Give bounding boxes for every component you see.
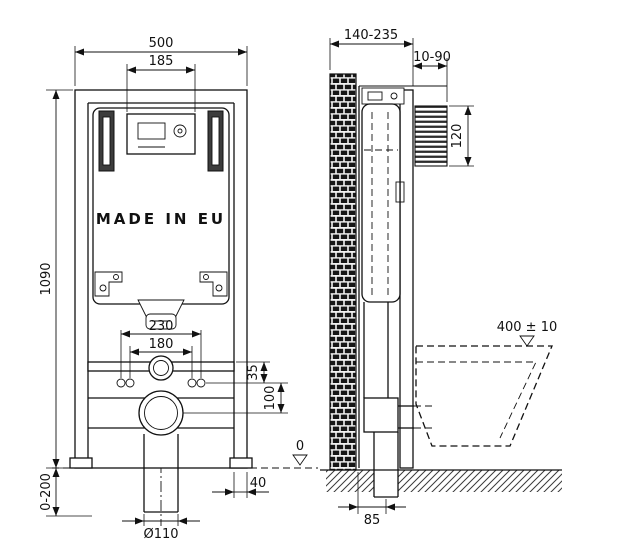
dim-label: 100 [263, 386, 278, 411]
dim-label: 180 [149, 337, 174, 352]
dim-plate-height: 120 [449, 105, 474, 167]
right-foot [229, 457, 253, 469]
front-view: MADE IN EU [39, 36, 318, 542]
dim-plate-width: 185 [126, 54, 196, 112]
dim-label: 10-90 [413, 50, 451, 65]
flush-valve-port [173, 124, 187, 138]
dim-plate-depth: 10-90 [413, 50, 451, 102]
flush-bend-connector [137, 299, 185, 317]
fixing-bolt [125, 378, 135, 388]
fixing-bolt [187, 378, 197, 388]
dim-label: 40 [250, 476, 267, 491]
frame-rail-side [399, 89, 414, 469]
dim-label: 120 [450, 124, 465, 149]
cistern-rail-clip [395, 181, 405, 203]
flush-pipe-port [148, 355, 174, 381]
dim-label: 85 [364, 513, 381, 528]
dim-leg-adjust: 0-200 [39, 468, 92, 517]
dim-label: 140-235 [344, 28, 398, 43]
bowl-height-marker: 400 ± 10 [497, 320, 558, 347]
dim-offset-large: 100 [183, 383, 288, 414]
datum-triangle-icon [292, 454, 308, 466]
made-in-eu-stamp: MADE IN EU [96, 210, 226, 228]
right-l-bracket [199, 271, 228, 297]
dim-overall-width: 500 [74, 36, 248, 86]
cistern-side [361, 103, 401, 303]
dim-drain-offset: 85 [338, 472, 406, 528]
fixing-bolt [196, 378, 206, 388]
dim-label: 35 [246, 364, 261, 381]
dim-fixing-outer: 230 [120, 319, 202, 378]
left-foot [69, 457, 93, 469]
dim-label: Ø110 [143, 527, 178, 542]
floor-level-marker: 0 [292, 439, 308, 466]
wall-section [329, 73, 357, 471]
dim-label: 230 [149, 319, 174, 334]
dim-label: 0 [296, 439, 304, 454]
dim-overall-height: 1090 [39, 89, 73, 469]
side-view: 400 ± 10 0 140-235 10-90 120 [292, 28, 562, 528]
dim-label: 185 [149, 54, 174, 69]
dim-offset-small: 35 [206, 361, 288, 384]
dim-label: 1090 [39, 262, 54, 295]
floor-hatch [326, 470, 562, 492]
dim-drain-diameter: Ø110 [122, 514, 200, 542]
flush-plate-zone [414, 105, 448, 167]
dim-fixing-inner: 180 [129, 337, 193, 378]
dim-depth-range: 140-235 [329, 28, 414, 86]
dim-label: 400 ± 10 [497, 320, 558, 335]
dim-label: 0-200 [39, 473, 54, 511]
dim-label: 500 [149, 36, 174, 51]
dim-rail-width: 40 [212, 472, 269, 498]
drain-junction [363, 397, 399, 433]
fixing-bolt [116, 378, 126, 388]
toilet-bowl-outline [415, 345, 553, 447]
drain-flange [138, 390, 184, 436]
datum-triangle-icon [519, 335, 535, 347]
left-l-bracket [94, 271, 123, 297]
